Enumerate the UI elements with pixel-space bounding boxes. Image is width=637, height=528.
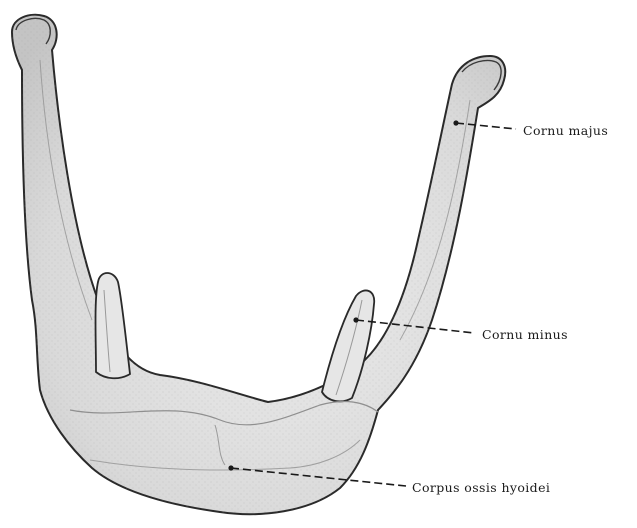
- label-cornu-majus: Cornu majus: [523, 123, 608, 138]
- label-cornu-minus: Cornu minus: [482, 327, 568, 342]
- label-corpus-ossis-hyoidei: Corpus ossis hyoidei: [412, 480, 550, 495]
- left-lesser-horn: [96, 273, 131, 378]
